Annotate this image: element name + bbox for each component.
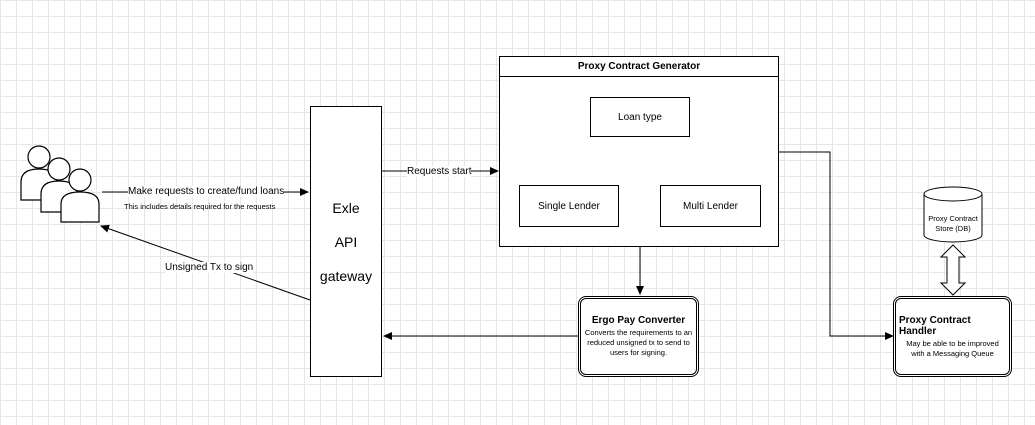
database-icon — [923, 186, 983, 243]
single-lender-box: Single Lender — [519, 185, 619, 227]
gateway-line-2: API — [334, 233, 358, 250]
gateway-line-3: gateway — [319, 267, 373, 284]
ergo-pay-description: Converts the requirements to an reduced … — [584, 328, 693, 357]
generator-to-handler-arrow — [779, 151, 894, 340]
loan-type-box: Loan type — [590, 97, 690, 137]
gateway-line-1: Exle — [332, 199, 360, 216]
request-sublabel: This includes details required for the r… — [124, 202, 276, 211]
response-label: Unsigned Tx to sign — [165, 262, 254, 273]
ergo-pay-converter-box: Ergo Pay Converter Converts the requirem… — [578, 296, 699, 377]
request-label: Make requests to create/fund loans — [128, 186, 285, 197]
ergo-pay-title: Ergo Pay Converter — [591, 315, 686, 327]
api-gateway-box: Exle API gateway — [310, 106, 382, 377]
requests-start-label: Requests start — [407, 166, 472, 177]
generator-title: Proxy Contract Generator — [500, 57, 778, 77]
multi-lender-box: Multi Lender — [660, 185, 761, 227]
proxy-contract-handler-box: Proxy Contract Handler May be able to be… — [893, 296, 1012, 377]
store-label: Proxy Contract Store (DB) — [928, 214, 978, 233]
users-icon — [20, 145, 100, 223]
handler-description: May be able to be improved with a Messag… — [906, 338, 999, 358]
handler-title: Proxy Contract Handler — [899, 314, 971, 337]
store-handler-double-arrow — [939, 244, 967, 296]
